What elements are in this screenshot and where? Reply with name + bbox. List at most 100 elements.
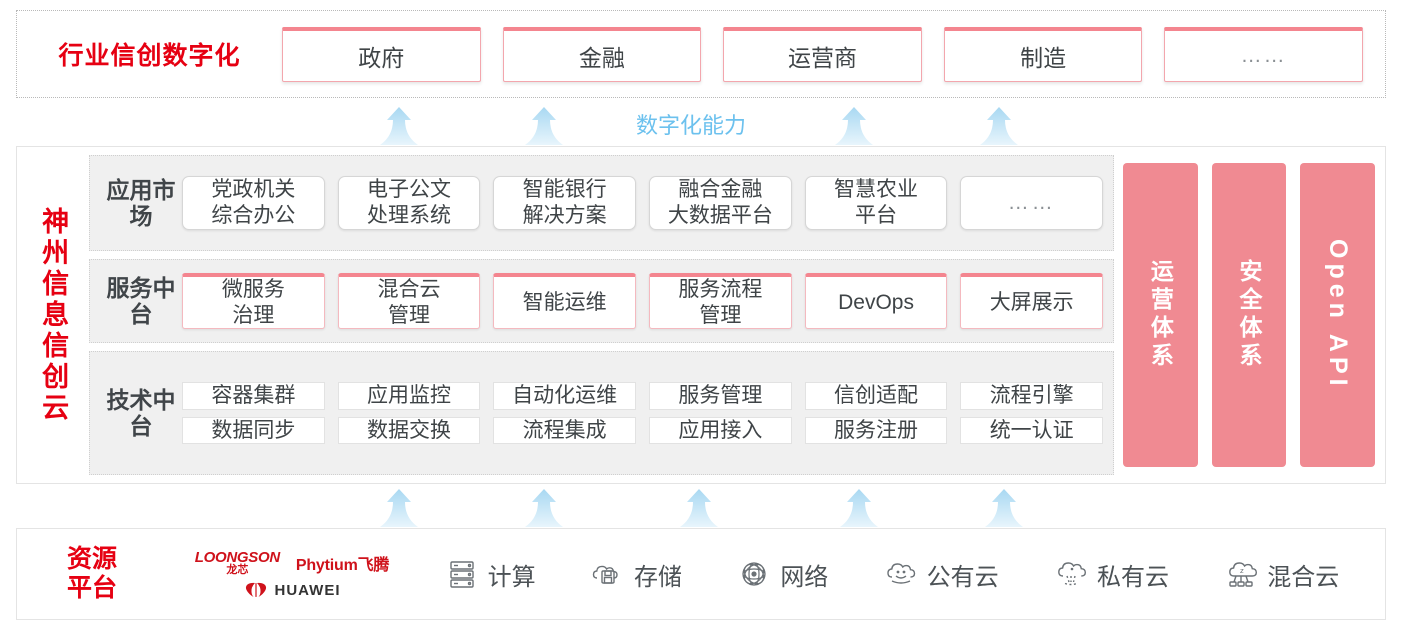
up-arrow-icon: [833, 106, 875, 146]
tech-cell-service-registry[interactable]: 服务注册: [804, 416, 948, 445]
tech-row-1: 容器集群 应用监控 自动化运维 服务管理 信创适配 流程引擎: [182, 381, 1104, 410]
tech-cell-data-exchange[interactable]: 数据交换: [337, 416, 481, 445]
cell-label: 服务流程 管理: [678, 277, 763, 327]
resource-platform: 资源 平台 LOONGSON 龙芯 Phytium飞腾: [16, 528, 1386, 620]
service-cell-smart-ops[interactable]: 智能运维: [493, 272, 637, 330]
app-cell-fin-bigdata[interactable]: 融合金融 大数据平台: [649, 176, 792, 230]
industry-box-more[interactable]: ……: [1164, 26, 1363, 82]
resource-item-hybrid-cloud[interactable]: z 混合云: [1224, 557, 1339, 592]
up-arrow-icon: [378, 488, 420, 528]
capability-label: 数字化能力: [636, 113, 747, 138]
loongson-logo: LOONGSON 龙芯: [195, 550, 280, 576]
tech-cell-unified-auth[interactable]: 统一认证: [960, 416, 1104, 445]
huawei-logo-text: HUAWEI: [274, 581, 341, 599]
resource-item-label: 混合云: [1267, 563, 1340, 591]
layer-service-platform-cells: 微服务 治理 混合云 管理 智能运维 服务流程 管理 DevOps: [182, 272, 1104, 330]
tech-cell-data-sync[interactable]: 数据同步: [182, 416, 325, 445]
cloud-storage-icon: [591, 557, 625, 591]
resource-item-list: 计算 存储: [417, 557, 1385, 592]
industry-box-manufacturing[interactable]: 制造: [943, 26, 1143, 82]
tech-cell-app-monitor[interactable]: 应用监控: [337, 381, 481, 410]
cloud-platform-title-text: 神州信息信创云: [38, 206, 69, 424]
cloud-layer-list: 应用市场 党政机关 综合办公 电子公文 处理系统 智能银行 解决方案 融合金融 …: [89, 155, 1114, 475]
phytium-logo: Phytium飞腾: [295, 556, 390, 574]
service-cell-devops[interactable]: DevOps: [804, 272, 948, 330]
vendor-logo-list: LOONGSON 龙芯 Phytium飞腾: [167, 550, 417, 599]
up-arrow-icon: [523, 106, 565, 146]
layer-service-platform: 服务中台 微服务 治理 混合云 管理 智能运维 服务流程 管理: [89, 259, 1114, 343]
server-icon: [445, 557, 479, 591]
app-cell-party-office[interactable]: 党政机关 综合办公: [182, 176, 325, 230]
resource-item-private-cloud[interactable]: 私有云: [1054, 557, 1169, 592]
pillar-label: 安全体系: [1236, 259, 1262, 371]
resource-item-label: 私有云: [1096, 563, 1169, 591]
layer-service-platform-label: 服务中台: [106, 274, 176, 327]
service-cell-process-mgmt[interactable]: 服务流程 管理: [649, 272, 792, 330]
cell-label: 微服务 治理: [221, 277, 285, 327]
pillar-security-system[interactable]: 安全体系: [1211, 163, 1287, 467]
up-arrow-icon: [523, 488, 565, 528]
network-icon: [737, 557, 771, 591]
cell-label: 智能银行 解决方案: [522, 178, 607, 227]
resource-item-public-cloud[interactable]: 公有云: [884, 557, 999, 592]
app-cell-edoc-system[interactable]: 电子公文 处理系统: [337, 176, 481, 230]
tech-row-2: 数据同步 数据交换 流程集成 应用接入 服务注册 统一认证: [182, 416, 1104, 445]
app-cell-smart-agriculture[interactable]: 智慧农业 平台: [804, 176, 948, 230]
up-arrow-icon: [983, 488, 1025, 528]
hybrid-cloud-icon: z: [1224, 557, 1258, 591]
cell-label: DevOps: [838, 290, 914, 314]
up-arrow-icon: [378, 106, 420, 146]
service-cell-bigscreen[interactable]: 大屏展示: [960, 272, 1104, 330]
industry-box-finance[interactable]: 金融: [502, 26, 702, 82]
private-cloud-icon: [1054, 557, 1088, 591]
pillar-operations-system[interactable]: 运营体系: [1123, 163, 1198, 467]
layer-app-market-cells: 党政机关 综合办公 电子公文 处理系统 智能银行 解决方案 融合金融 大数据平台: [182, 176, 1104, 230]
tech-cell-auto-ops[interactable]: 自动化运维: [493, 381, 637, 410]
resource-item-network[interactable]: 网络: [737, 557, 828, 592]
cloud-platform-title: 神州信息信创云: [17, 147, 89, 483]
cell-label: 智慧农业 平台: [834, 178, 919, 227]
cloud-platform-frame: 神州信息信创云 应用市场 党政机关 综合办公 电子公文 处理系统 智能: [16, 146, 1386, 484]
tech-cell-process-engine[interactable]: 流程引擎: [960, 381, 1104, 410]
layer-tech-platform: 技术中台 容器集群 应用监控 自动化运维 服务管理 信创适配 流程引擎 数据同步: [89, 351, 1114, 475]
up-arrow-icon: [978, 106, 1020, 146]
vendor-row-top: LOONGSON 龙芯 Phytium飞腾: [195, 550, 390, 576]
loongson-logo-cn: 龙芯: [226, 563, 249, 576]
capability-arrow-strip: 数字化能力: [16, 104, 1386, 146]
layer-app-market-label: 应用市场: [106, 176, 176, 229]
cell-label: 混合云 管理: [377, 277, 441, 327]
resource-item-label: 存储: [633, 563, 682, 591]
app-cell-smart-bank[interactable]: 智能银行 解决方案: [493, 176, 637, 230]
resource-item-label: 网络: [780, 563, 829, 591]
app-cell-more[interactable]: ……: [960, 176, 1104, 230]
industry-box-list: 政府 金融 运营商 制造 ……: [282, 26, 1385, 82]
layer-tech-platform-label: 技术中台: [106, 386, 176, 439]
tech-cell-container-cluster[interactable]: 容器集群: [182, 381, 325, 410]
service-cell-microservice-governance[interactable]: 微服务 治理: [182, 272, 325, 330]
cell-label: 融合金融 大数据平台: [667, 178, 773, 227]
service-cell-hybrid-cloud-mgmt[interactable]: 混合云 管理: [337, 272, 481, 330]
tech-cell-service-mgmt[interactable]: 服务管理: [649, 381, 792, 410]
pillar-open-api[interactable]: Open API: [1300, 163, 1376, 467]
huawei-logo: HUAWEI: [244, 582, 341, 599]
loongson-logo-en: LOONGSON: [194, 548, 280, 566]
cell-label: ……: [1007, 191, 1056, 215]
resource-item-label: 公有云: [926, 563, 999, 591]
industry-box-operator[interactable]: 运营商: [723, 26, 922, 82]
huawei-flower-icon: [244, 582, 268, 599]
tech-cell-xc-adaptation[interactable]: 信创适配: [804, 381, 948, 410]
resource-item-compute[interactable]: 计算: [445, 557, 536, 592]
resource-arrow-strip: [16, 486, 1386, 528]
cell-label: 党政机关 综合办公: [211, 178, 296, 227]
tech-cell-process-integration[interactable]: 流程集成: [493, 416, 637, 445]
industry-band: 行业信创数字化 政府 金融 运营商 制造 ……: [16, 10, 1386, 98]
up-arrow-icon: [678, 488, 720, 528]
industry-box-government[interactable]: 政府: [282, 26, 481, 82]
cell-label: 智能运维: [522, 290, 607, 314]
layer-tech-platform-cells: 容器集群 应用监控 自动化运维 服务管理 信创适配 流程引擎 数据同步 数据交换…: [182, 381, 1104, 445]
pillar-label: 运营体系: [1147, 259, 1174, 371]
resource-item-storage[interactable]: 存储: [591, 557, 682, 592]
tech-cell-app-access[interactable]: 应用接入: [649, 416, 792, 445]
cell-label: 大屏展示: [989, 290, 1074, 314]
industry-band-title: 行业信创数字化: [58, 42, 241, 70]
